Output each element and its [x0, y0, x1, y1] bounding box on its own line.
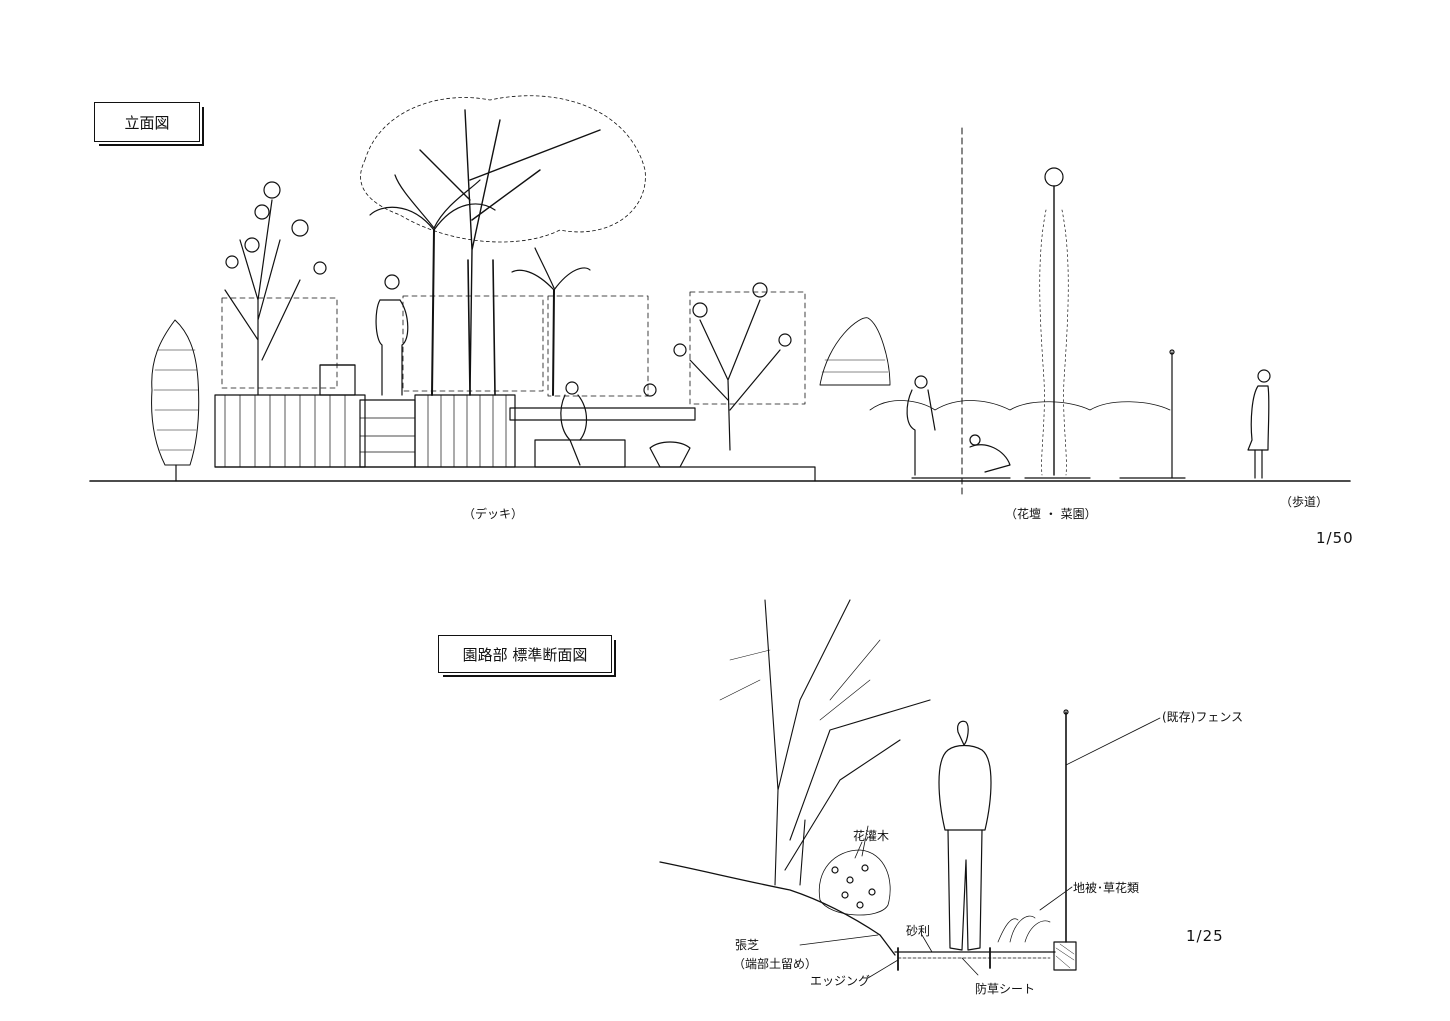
elevation-scale: 1/50	[1316, 529, 1354, 547]
zone-label-flowerbed: （花壇 ・ 菜園）	[1005, 507, 1097, 521]
leader-fence	[1065, 717, 1161, 766]
callout-turf-note: （端部土留め）	[733, 957, 818, 971]
zone-label-deck: （デッキ）	[463, 507, 524, 521]
lamp-pole	[1039, 167, 1175, 479]
figures-garden	[906, 369, 1271, 479]
section-person	[938, 720, 992, 951]
figures-deck	[375, 274, 588, 466]
section-path	[894, 947, 1056, 971]
leader-gravel	[921, 934, 933, 953]
section-title: 園路部 標準断面図	[438, 635, 616, 677]
palm-trees	[369, 174, 591, 396]
leader-groundcover	[1039, 886, 1073, 911]
leader-sheet	[961, 957, 979, 976]
callout-edging: エッジング	[810, 974, 871, 988]
tree-main	[360, 95, 646, 396]
section-shrub	[818, 841, 891, 916]
callout-sheet: 防草シート	[975, 982, 1036, 996]
callout-gravel: 砂利	[906, 924, 931, 938]
callout-shrub: 花灌木	[853, 829, 890, 843]
dashed-canopy-outlines	[221, 291, 806, 405]
callout-fence: (既存)フェンス	[1162, 710, 1244, 724]
callout-groundcover: 地被･草花類	[1073, 881, 1140, 895]
callout-turf: 張芝	[735, 938, 760, 952]
conifer-left	[151, 319, 200, 482]
leader-shrub	[861, 825, 869, 857]
tree-left-small	[224, 181, 327, 396]
section-drawing	[659, 599, 1161, 979]
elevation-drawing	[89, 95, 1351, 499]
section-fence	[1053, 709, 1077, 971]
section-slope	[659, 861, 896, 956]
section-groundcover	[997, 915, 1051, 943]
elevation-title: 立面図	[94, 102, 204, 146]
zone-label-sidewalk: （歩道）	[1280, 495, 1329, 509]
low-hedge	[869, 400, 1171, 411]
tree-deck-right	[643, 282, 792, 468]
leader-turf	[799, 934, 879, 946]
leader-edging	[867, 959, 899, 979]
section-scale: 1/25	[1186, 927, 1224, 945]
section-tree	[719, 599, 931, 886]
hedge-cone	[819, 317, 891, 386]
deck	[214, 364, 816, 482]
leader-lines	[799, 717, 1161, 979]
